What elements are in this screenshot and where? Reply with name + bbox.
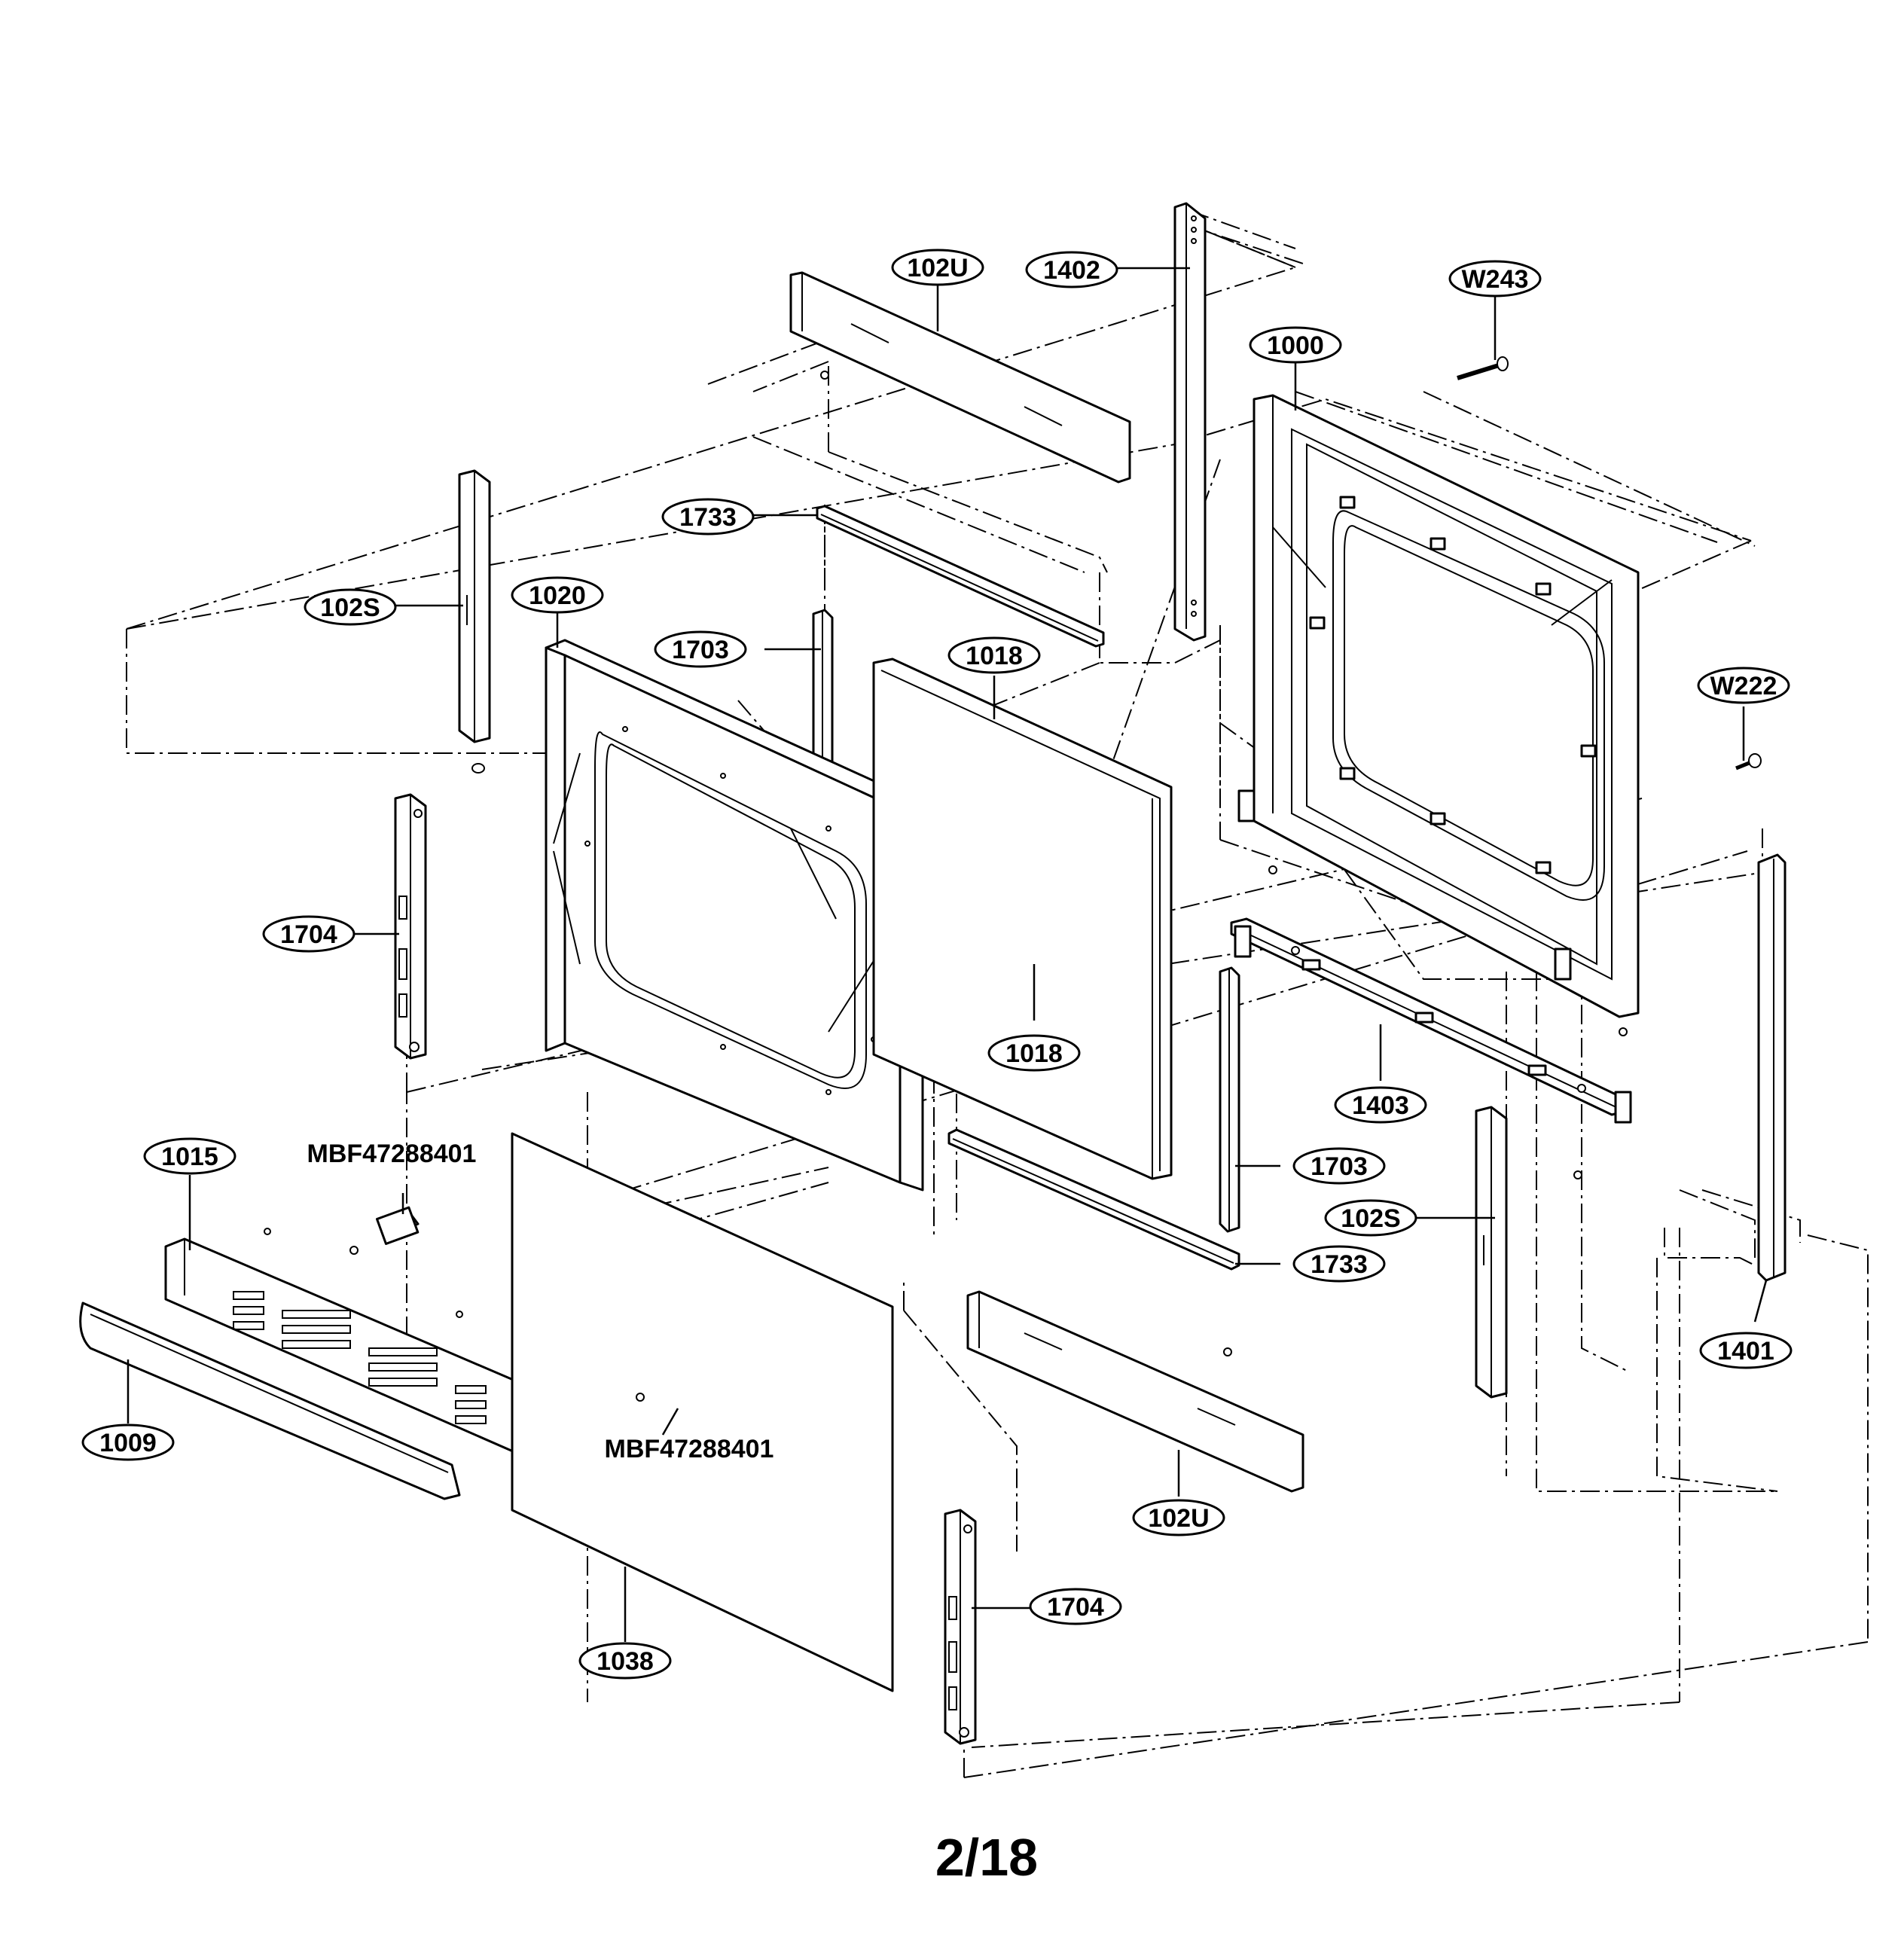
callout-1703-bottom: 1703 bbox=[1292, 1147, 1386, 1185]
part-1000-door-frame bbox=[1237, 394, 1640, 1018]
part-1020-inner-frame bbox=[545, 639, 924, 1192]
part-w243-screw bbox=[1457, 356, 1509, 380]
callout-w222: W222 bbox=[1697, 667, 1790, 704]
svg-text:102U: 102U bbox=[1148, 1504, 1209, 1533]
label-mbf-top: MBF47288401 bbox=[307, 1140, 477, 1168]
part-1703-bottom bbox=[1219, 966, 1240, 1233]
part-1733-bottom bbox=[947, 1128, 1240, 1271]
part-w222-screw bbox=[1735, 753, 1762, 770]
svg-text:1704: 1704 bbox=[280, 920, 337, 949]
svg-text:1704: 1704 bbox=[1047, 1593, 1104, 1622]
part-1402 bbox=[1173, 202, 1207, 642]
callout-1704-left: 1704 bbox=[262, 915, 355, 953]
vent-slots bbox=[233, 1291, 487, 1424]
part-102s-left bbox=[458, 469, 491, 774]
callout-1402: 1402 bbox=[1025, 251, 1118, 288]
part-mbf-spacer-top bbox=[376, 1206, 420, 1245]
part-1733-top bbox=[816, 505, 1105, 648]
svg-text:1018: 1018 bbox=[1005, 1039, 1063, 1068]
svg-text:1733: 1733 bbox=[679, 503, 737, 532]
part-1038-front-glass bbox=[511, 1132, 894, 1692]
svg-text:1401: 1401 bbox=[1717, 1337, 1774, 1366]
callout-w243: W243 bbox=[1448, 260, 1542, 298]
small-screws bbox=[349, 371, 1628, 1402]
part-1018-glass bbox=[872, 658, 1173, 1180]
label-mbf-bottom: MBF47288401 bbox=[605, 1435, 774, 1463]
part-102s-right bbox=[1475, 1106, 1508, 1399]
callout-102s-left: 102S bbox=[304, 588, 397, 626]
callout-1401: 1401 bbox=[1699, 1332, 1793, 1369]
callout-1733-bottom: 1733 bbox=[1292, 1245, 1386, 1283]
svg-text:1403: 1403 bbox=[1352, 1091, 1409, 1120]
svg-text:W222: W222 bbox=[1710, 672, 1777, 700]
svg-text:1402: 1402 bbox=[1043, 256, 1100, 285]
callout-1000: 1000 bbox=[1249, 326, 1342, 364]
svg-text:102S: 102S bbox=[320, 593, 380, 622]
callout-1018-bottom: 1018 bbox=[987, 1034, 1081, 1072]
part-1401 bbox=[1757, 853, 1787, 1282]
page-number: 2/18 bbox=[935, 1828, 1038, 1887]
leader-lines bbox=[127, 267, 1768, 1642]
callout-1733-top: 1733 bbox=[661, 498, 755, 536]
callout-1009: 1009 bbox=[81, 1423, 175, 1461]
svg-text:1038: 1038 bbox=[597, 1647, 654, 1676]
svg-text:1703: 1703 bbox=[672, 636, 729, 664]
svg-text:1733: 1733 bbox=[1311, 1250, 1368, 1279]
part-102u-top bbox=[789, 271, 1131, 484]
svg-text:1703: 1703 bbox=[1311, 1152, 1368, 1181]
callout-1015: 1015 bbox=[143, 1137, 236, 1175]
svg-text:1009: 1009 bbox=[99, 1429, 157, 1457]
callout-1020: 1020 bbox=[511, 576, 604, 614]
callout-102u-top: 102U bbox=[891, 249, 984, 286]
part-1403 bbox=[1230, 917, 1632, 1124]
part-102u-bottom bbox=[966, 1290, 1304, 1493]
callout-102u-bottom: 102U bbox=[1132, 1499, 1225, 1536]
callout-1403: 1403 bbox=[1334, 1086, 1427, 1124]
svg-text:1020: 1020 bbox=[529, 581, 586, 610]
part-1009-handle bbox=[79, 1301, 461, 1500]
svg-text:1000: 1000 bbox=[1267, 331, 1324, 360]
callout-1704-bottom: 1704 bbox=[1029, 1588, 1122, 1625]
callout-1038: 1038 bbox=[578, 1642, 672, 1680]
part-1704-bottom-hinge bbox=[944, 1509, 977, 1745]
callout-1703-top: 1703 bbox=[654, 630, 747, 668]
svg-text:W243: W243 bbox=[1462, 265, 1529, 294]
callout-102s-right: 102S bbox=[1324, 1199, 1417, 1237]
svg-text:1015: 1015 bbox=[161, 1143, 218, 1171]
svg-text:102U: 102U bbox=[907, 254, 968, 282]
callout-1018-top: 1018 bbox=[947, 636, 1041, 674]
svg-text:102S: 102S bbox=[1341, 1204, 1400, 1233]
part-1704-left-hinge bbox=[394, 793, 427, 1060]
svg-text:1018: 1018 bbox=[966, 642, 1023, 670]
